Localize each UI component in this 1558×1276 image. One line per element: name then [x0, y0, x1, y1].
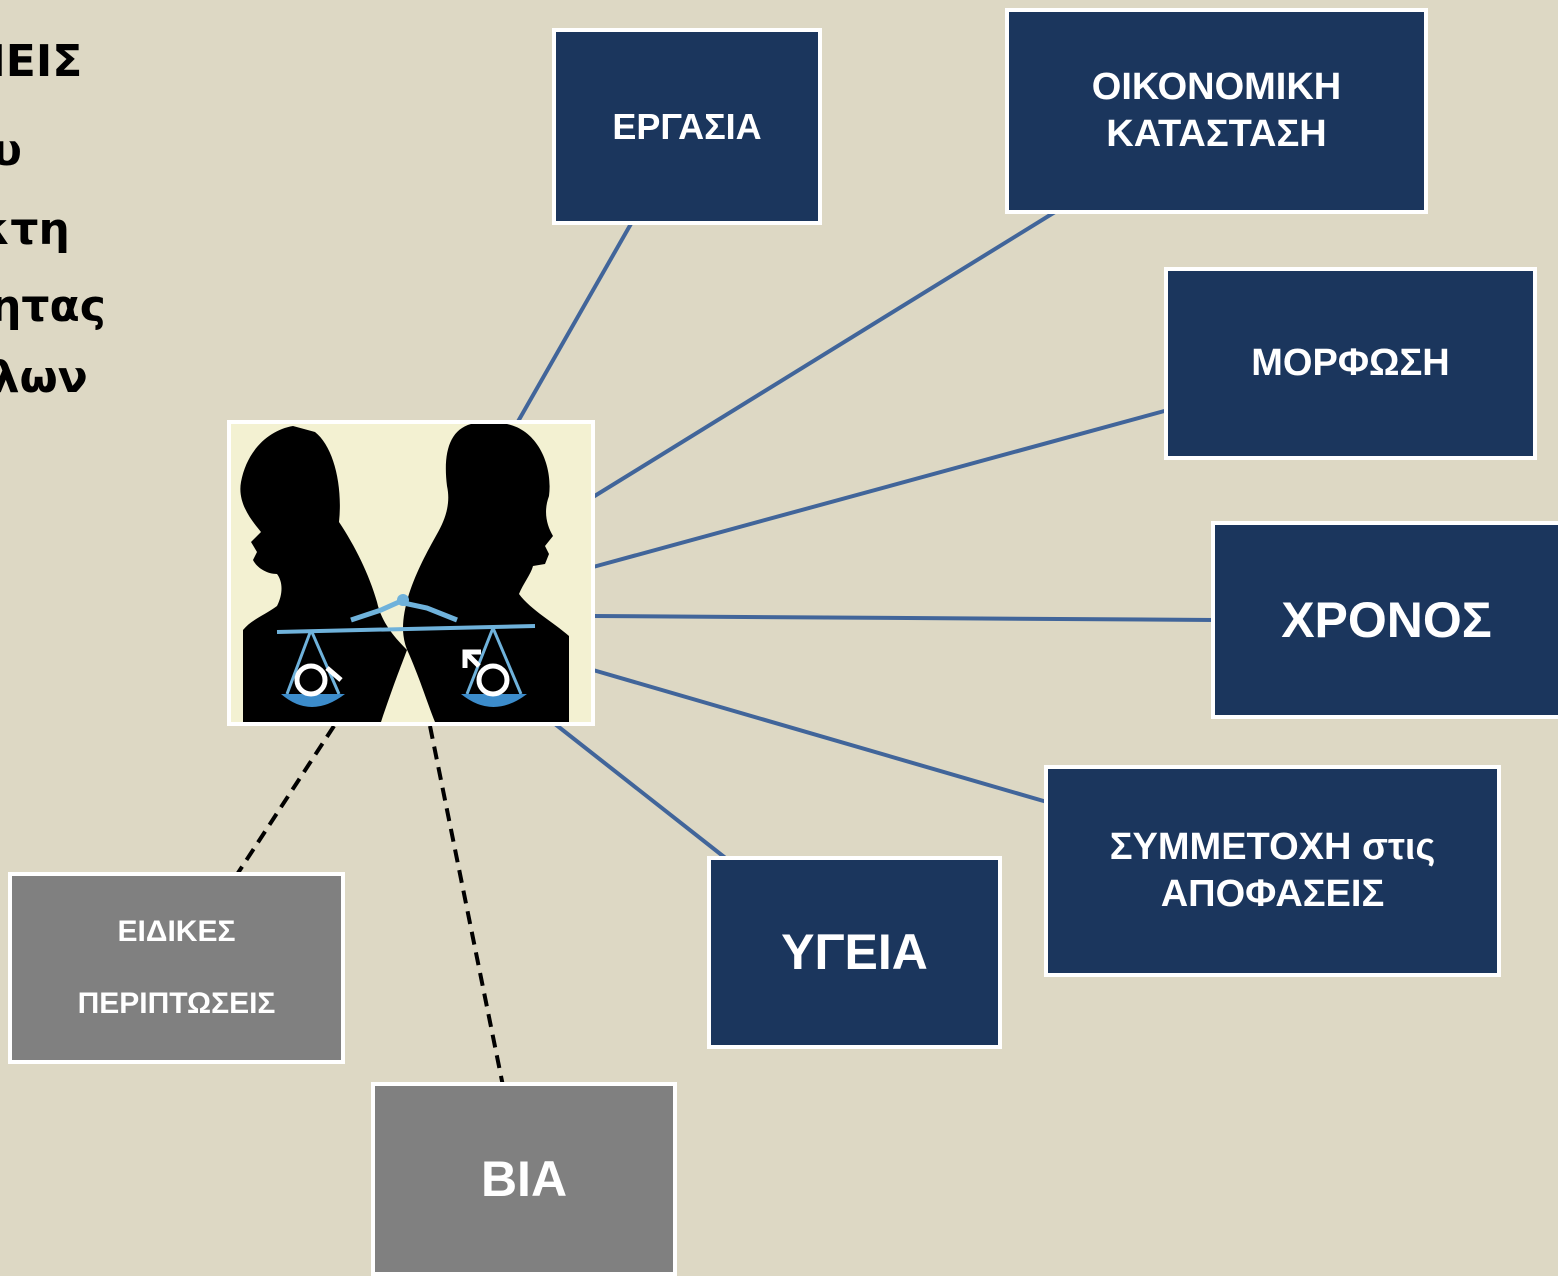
box-morfosi-label: ΜΟΡΦΩΣΗ: [1251, 341, 1450, 384]
connector-symmetoxi: [592, 668, 1048, 804]
title-line-1: ΜΕΙΣ: [0, 36, 83, 87]
box-xronos-label: ΧΡΟΝΟΣ: [1281, 591, 1492, 648]
center-image: [227, 420, 595, 726]
title-line-3: ίκτη: [0, 204, 70, 255]
title-line-5: υλων: [0, 352, 88, 403]
box-eidikes-periptoseis: ΕΙΔΙΚΕΣ ΠΕΡΙΠΤΩΣΕΙΣ: [8, 872, 345, 1064]
connector-ygeia: [553, 722, 730, 862]
title-line-2: ου: [0, 125, 22, 176]
box-ergasia: ΕΡΓΑΣΙΑ: [552, 28, 822, 225]
box-via-label: ΒΙΑ: [480, 1150, 568, 1207]
box-eidikes-label: ΕΙΔΙΚΕΣ ΠΕΡΙΠΤΩΣΕΙΣ: [77, 915, 276, 1020]
box-ergasia-label: ΕΡΓΑΣΙΑ: [612, 106, 762, 147]
connector-eidikes-dashed: [234, 724, 336, 878]
box-symmetoxi-label: ΣΥΜΜΕΤΟΧΗ στις ΑΠΟΦΑΣΕΙΣ: [1109, 825, 1436, 916]
box-via: ΒΙΑ: [371, 1082, 677, 1276]
box-symmetoxi: ΣΥΜΜΕΤΟΧΗ στις ΑΠΟΦΑΣΕΙΣ: [1044, 765, 1501, 977]
title-line-4: τητας: [0, 281, 106, 332]
connector-morfosi: [592, 408, 1169, 569]
box-oikonomiki-label: ΟΙΚΟΝΟΜΙΚΗ ΚΑΤΑΣΤΑΣΗ: [1091, 65, 1342, 156]
box-oikonomiki-katastasi: ΟΙΚΟΝΟΜΙΚΗ ΚΑΤΑΣΤΑΣΗ: [1005, 8, 1428, 214]
connector-ergasia: [514, 221, 634, 426]
connector-oikonomiki: [591, 210, 1057, 499]
connector-via-dashed: [428, 725, 505, 1087]
box-ygeia-label: ΥΓΕΙΑ: [781, 924, 928, 981]
box-ygeia: ΥΓΕΙΑ: [707, 856, 1002, 1049]
connector-xronos: [592, 614, 1216, 622]
box-morfosi: ΜΟΡΦΩΣΗ: [1164, 267, 1537, 460]
box-xronos: ΧΡΟΝΟΣ: [1211, 521, 1558, 719]
gender-equality-scale-icon: [231, 424, 591, 722]
